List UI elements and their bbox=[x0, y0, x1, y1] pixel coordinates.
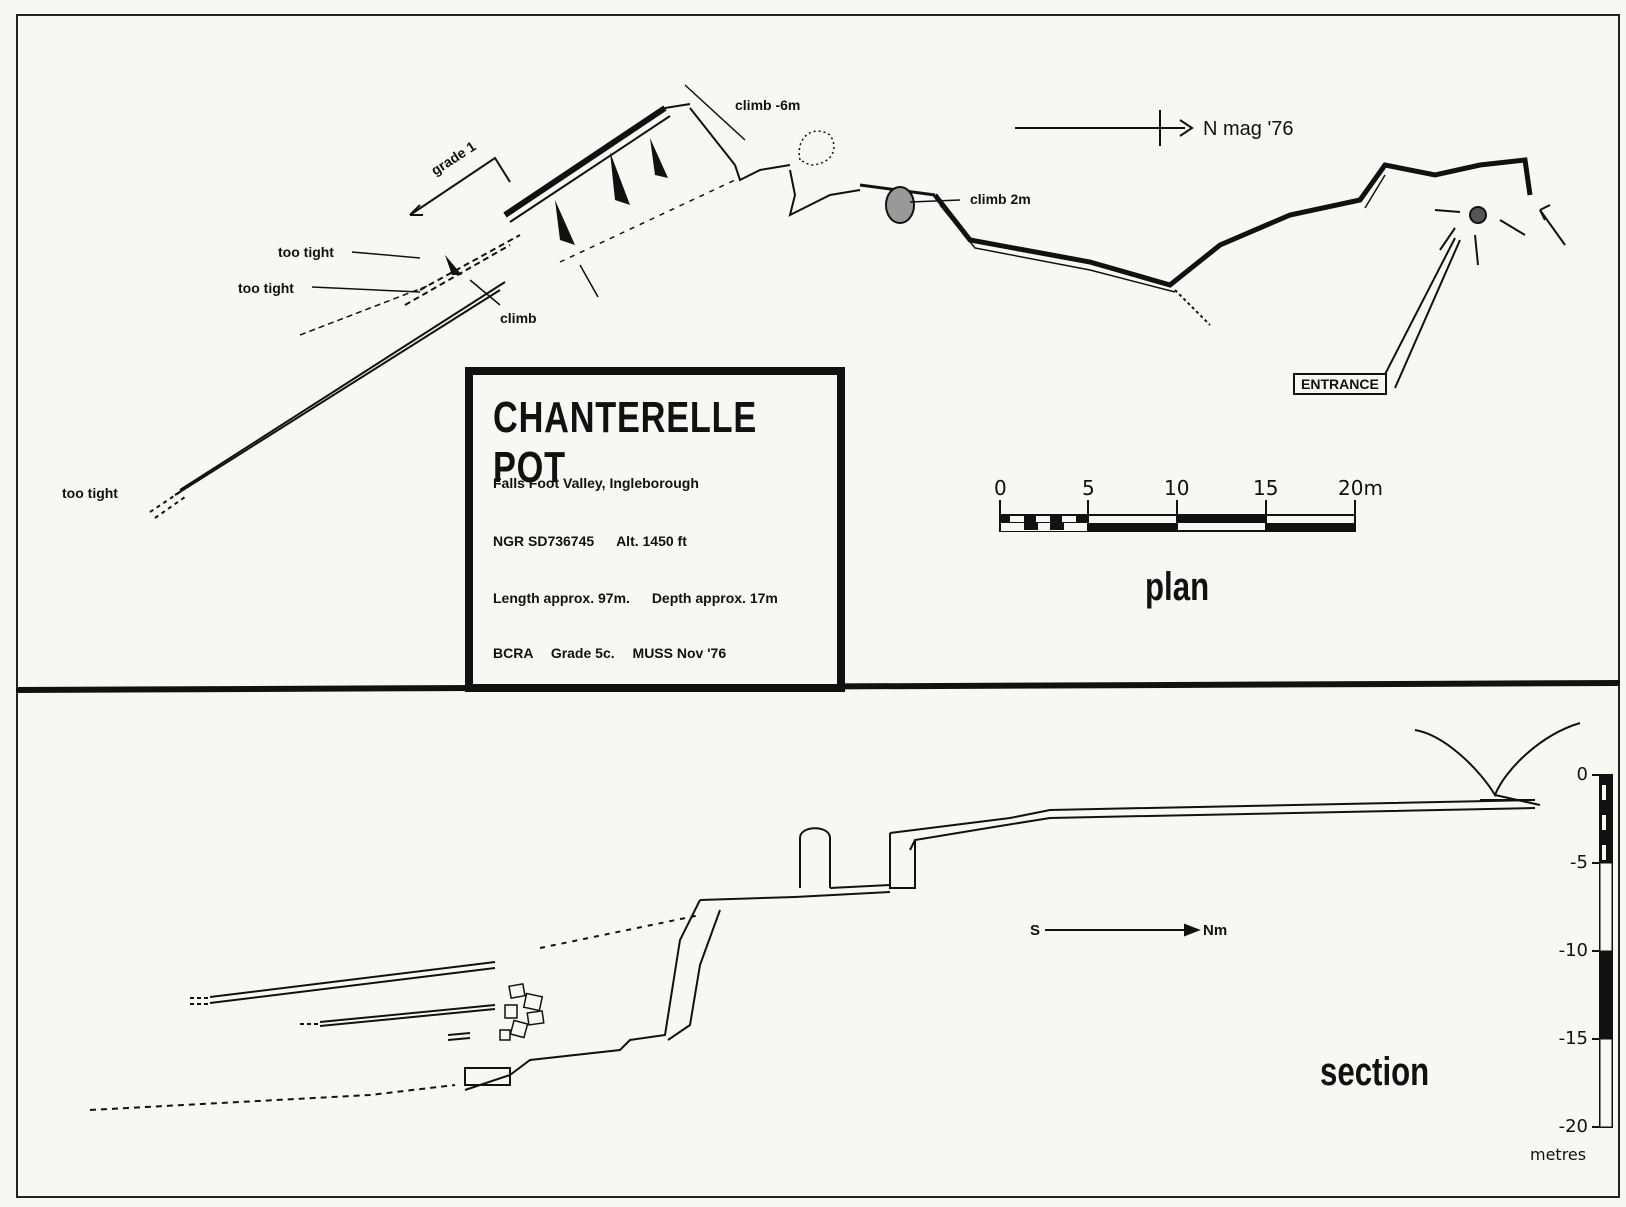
north-arrow-icon bbox=[1015, 110, 1194, 146]
bcra-label: BCRA bbox=[493, 645, 533, 661]
section-nm-label: Nm bbox=[1203, 922, 1228, 939]
section-passage bbox=[89, 722, 1581, 1111]
section-direction-arrow bbox=[1045, 923, 1201, 937]
depth-tick-20: -20 bbox=[1558, 1116, 1588, 1137]
entrance-label: ENTRANCE bbox=[1293, 373, 1387, 395]
too-tight-label-3: too tight bbox=[62, 485, 118, 501]
grade-text: BCRA Grade 5c. MUSS Nov '76 bbox=[493, 645, 726, 661]
depth-tick-5: -5 bbox=[1570, 852, 1588, 873]
plan-passage bbox=[149, 103, 1533, 519]
climb-label: climb bbox=[500, 310, 537, 326]
north-label: N mag '76 bbox=[1203, 118, 1294, 140]
ngr-value: NGR SD736745 bbox=[493, 533, 595, 549]
grade-value: Grade 5c. bbox=[550, 645, 615, 661]
scale-tick-15: 15 bbox=[1253, 476, 1279, 500]
depth-tick-15: -15 bbox=[1558, 1028, 1588, 1049]
depth-scale-bar bbox=[1592, 774, 1613, 1128]
section-s-label: S bbox=[1030, 922, 1041, 939]
climb-6m-label: climb -6m bbox=[735, 97, 801, 113]
too-tight-label-2: too tight bbox=[238, 280, 294, 296]
altitude-value: Alt. 1450 ft bbox=[616, 533, 687, 549]
section-label: section bbox=[1320, 1050, 1430, 1094]
depth-value: Depth approx. 17m bbox=[651, 590, 778, 606]
depth-unit-label: metres bbox=[1530, 1145, 1587, 1164]
survey-credit: MUSS Nov '76 bbox=[632, 645, 727, 661]
ngr-text: NGR SD736745 Alt. 1450 ft bbox=[493, 533, 687, 549]
scale-tick-20m: 20m bbox=[1338, 476, 1383, 500]
too-tight-label-1: too tight bbox=[278, 244, 334, 260]
grade-1-arrow bbox=[409, 156, 511, 216]
depth-tick-0: 0 bbox=[1576, 764, 1588, 785]
scale-tick-10: 10 bbox=[1164, 476, 1190, 500]
title-box: CHANTERELLE POT Falls Foot Valley, Ingle… bbox=[465, 367, 845, 692]
plan-label: plan bbox=[1145, 565, 1210, 609]
dimensions-text: Length approx. 97m. Depth approx. 17m bbox=[493, 590, 778, 606]
climb-2m-label: climb 2m bbox=[970, 191, 1031, 207]
scale-tick-0: 0 bbox=[994, 476, 1007, 500]
depth-tick-10: -10 bbox=[1558, 940, 1588, 961]
plan-scale-bar bbox=[999, 500, 1356, 532]
map-title: CHANTERELLE POT bbox=[493, 393, 758, 492]
plan-rock-blades bbox=[445, 138, 668, 275]
plan-leader-lines bbox=[311, 84, 961, 306]
entrance-doline-icon bbox=[1434, 204, 1566, 266]
length-value: Length approx. 97m. bbox=[493, 590, 630, 606]
scale-tick-5: 5 bbox=[1082, 476, 1095, 500]
entrance-pointer bbox=[1377, 237, 1461, 389]
map-frame bbox=[16, 14, 1620, 1198]
section-boulders bbox=[499, 983, 545, 1041]
location-text: Falls Foot Valley, Ingleborough bbox=[493, 475, 699, 491]
